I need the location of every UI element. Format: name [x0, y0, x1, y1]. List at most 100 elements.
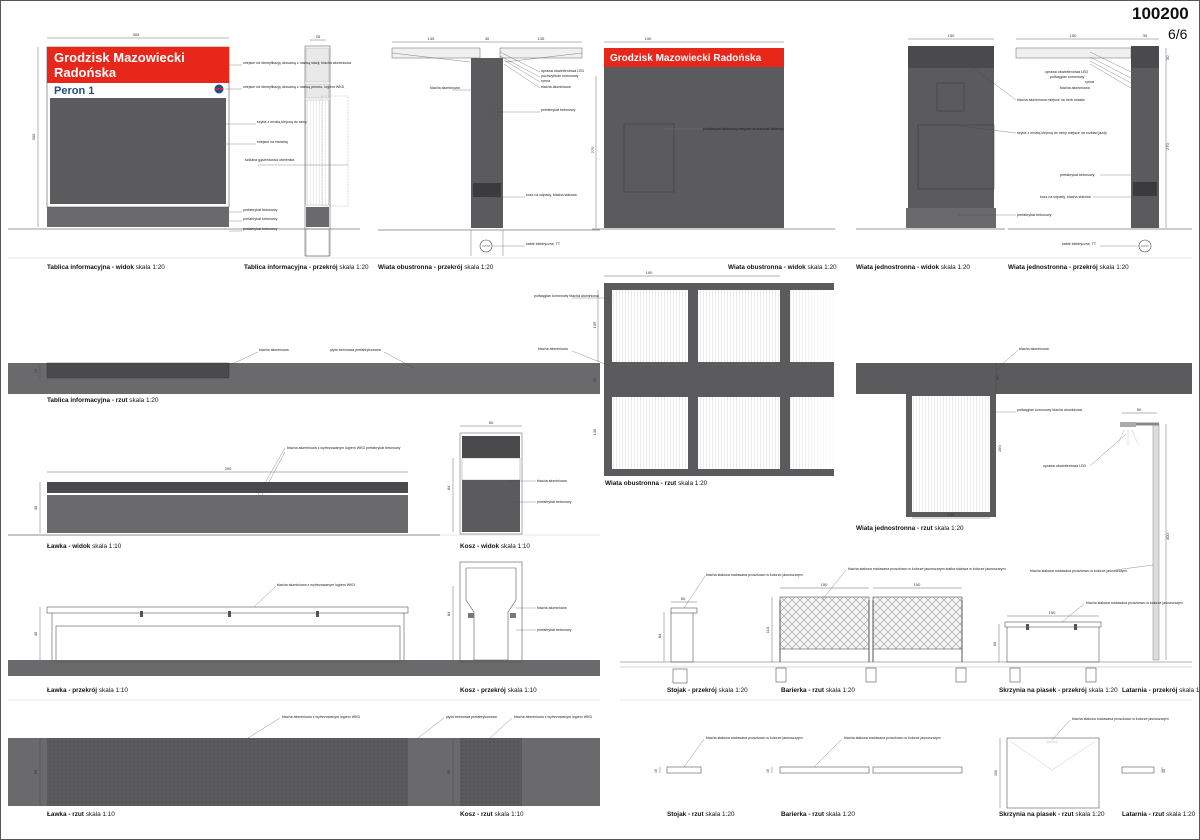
bin-section: 84 blacha aluminiowa prefabrykat betonow… [446, 561, 572, 663]
view-caption-title: Kosz - przekrój [460, 687, 506, 694]
svg-text:45: 45 [33, 505, 38, 510]
view-caption-scale: skala 1:10 [492, 811, 524, 818]
view-caption-scale: skala 1:20 [1086, 687, 1118, 694]
view-caption: Stojak - przekrój skala 1:20 [667, 687, 748, 694]
svg-text:blacha stalowa malowana proszk: blacha stalowa malowana proszkowo w kolo… [706, 736, 803, 740]
view-caption: Wiata jednostronna - widok skala 1:20 [856, 264, 970, 271]
single-shelter-section: 150 30 30 270 [1008, 33, 1192, 253]
view-caption: Kosz - rzut skala 1:10 [460, 811, 524, 818]
double-shelter-view: Grodzisk Mazowiecki Radońska 190 270 pre… [590, 36, 835, 230]
svg-text:prefabrykat betonowy miejsce n: prefabrykat betonowy miejsce na automat … [703, 127, 784, 131]
svg-text:135: 135 [592, 428, 597, 435]
svg-text:15: 15 [1162, 769, 1166, 773]
view-caption: Tablica informacyjna - rzut skala 1:20 [47, 397, 158, 404]
svg-text:150: 150 [914, 582, 921, 587]
view-caption-scale: skala 1:20 [805, 264, 837, 271]
svg-text:50: 50 [33, 769, 38, 774]
svg-text:30: 30 [1165, 55, 1170, 60]
svg-text:poliwęglan komorowy blacha alu: poliwęglan komorowy blacha aluminiowa [534, 294, 599, 298]
svg-text:190: 190 [646, 270, 653, 275]
view-caption: Wiata jednostronna - rzut skala 1:20 [856, 525, 964, 532]
svg-text:prefabrykat betonowy: prefabrykat betonowy [537, 500, 572, 504]
svg-text:30: 30 [995, 375, 1000, 380]
view-caption-title: Kosz - rzut [460, 811, 493, 818]
double-shelter-plan: 190 135 30 135 poliwęglan komorowy blach… [534, 270, 834, 476]
separators [8, 257, 1192, 701]
view-caption-scale: skala 1:20 [1073, 811, 1105, 818]
view-caption-scale: skala 1:20 [127, 397, 159, 404]
svg-text:150: 150 [948, 33, 955, 38]
svg-text:135: 135 [538, 36, 545, 41]
info-board-platform: Peron 1 [54, 85, 94, 97]
bench-seat [47, 482, 408, 493]
svg-text:poliwęglan komorowy: poliwęglan komorowy [1050, 75, 1085, 79]
bottom-right-plans: 15 blacha stalowa malowana proszkowo w k… [654, 717, 1169, 809]
svg-text:150: 150 [1070, 33, 1077, 38]
svg-text:50: 50 [489, 420, 494, 425]
svg-text:miejsce na reklamę: miejsce na reklamę [257, 140, 288, 144]
svg-text:prefabrykat betonowy: prefabrykat betonowy [1060, 173, 1095, 177]
view-caption-scale: skala 1:20 [823, 687, 855, 694]
view-caption: Barierka - rzut skala 1:20 [781, 687, 855, 694]
view-caption-scale: skala 1:20 [337, 264, 369, 271]
info-board-footing [47, 207, 229, 227]
info-board-ad-panel [50, 98, 226, 204]
roof-left [391, 47, 481, 59]
svg-text:blacha stalowa malowana proszk: blacha stalowa malowana proszkowo w kolo… [1030, 569, 1127, 573]
svg-text:rynna: rynna [541, 79, 550, 83]
sheet-page: 6/6 [1168, 26, 1188, 42]
view-caption: Latarnia - rzut skala 1:20 [1122, 811, 1195, 818]
info-board-section: 25 [304, 34, 349, 257]
svg-text:135: 135 [592, 321, 597, 328]
view-caption-scale: skala 1:20 [1097, 264, 1129, 271]
svg-text:30: 30 [592, 377, 597, 382]
svg-text:305: 305 [133, 32, 140, 37]
svg-text:150: 150 [821, 582, 828, 587]
svg-text:300: 300 [31, 133, 36, 140]
svg-text:30: 30 [485, 36, 490, 41]
view-caption-title: Latarnia - przekrój [1122, 687, 1178, 694]
view-caption-title: Stojak - rzut [667, 811, 704, 818]
single-shelter-wall [908, 68, 994, 208]
view-caption-scale: skala 1:20 [716, 687, 748, 694]
svg-text:100: 100 [994, 770, 998, 776]
svg-text:kosz na odpady, blacha stalowa: kosz na odpady, blacha stalowa [526, 193, 577, 197]
view-caption-scale: skala 1:20 [676, 480, 708, 487]
svg-text:blacha stalowa malowana proszk: blacha stalowa malowana proszkowo w kolo… [844, 736, 941, 740]
single-shelter-plan: blacha aluminiowa poliwęglan komorowy bl… [856, 347, 1192, 519]
svg-text:blacha stalowa malowana proszk: blacha stalowa malowana proszkowo w kolo… [1086, 601, 1183, 605]
sheet-number: 100200 [1132, 4, 1189, 23]
svg-text:prefabrykat betonowy: prefabrykat betonowy [243, 217, 278, 221]
view-caption-title: Ławka - przekrój [47, 687, 98, 694]
view-caption-title: Latarnia - rzut [1122, 811, 1165, 818]
info-board-plan: blacha aluminiowa płyta betonowa prefabr… [8, 348, 600, 394]
svg-text:miejsce na identyfikację wizua: miejsce na identyfikację wizualną z nazw… [243, 61, 351, 65]
double-shelter-section: 135 30 135 [378, 36, 600, 256]
svg-text:blacha aluminiowa: blacha aluminiowa [430, 86, 460, 90]
svg-text:blacha aluminiowa: blacha aluminiowa [259, 348, 289, 352]
info-board-view: Grodzisk Mazowiecki Radońska Peron 1 305… [8, 32, 360, 230]
svg-text:płyta betonowa prefabrykowana: płyta betonowa prefabrykowana [446, 715, 497, 719]
single-shelter-annotations: oprawa oświetleniowa LED poliwęglan komo… [958, 51, 1139, 247]
view-caption-title: Skrzynia na piasek - przekrój [999, 687, 1087, 694]
view-caption-title: Skrzynia na piasek - rzut [999, 811, 1074, 818]
svg-text:pochwyt/kan komorowy: pochwyt/kan komorowy [541, 74, 579, 78]
view-caption: Stojak - rzut skala 1:20 [667, 811, 735, 818]
view-caption-scale: skala 1:20 [1164, 811, 1196, 818]
view-caption-title: Barierka - rzut [781, 811, 824, 818]
svg-text:15: 15 [654, 769, 658, 773]
svg-text:oprawa oświetleniowa LED: oprawa oświetleniowa LED [541, 69, 585, 73]
svg-text:blacha aluminiowa: blacha aluminiowa [541, 85, 571, 89]
bin-view: 50 84 blacha aluminiowa prefabrykat beto… [446, 420, 572, 535]
svg-text:150: 150 [948, 512, 955, 517]
svg-text:blacha aluminiowa miejsce na h: blacha aluminiowa miejsce na herb miasta [1017, 98, 1085, 102]
svg-text:270: 270 [590, 146, 595, 153]
svg-text:kable elektryczne, TT: kable elektryczne, TT [526, 242, 561, 246]
svg-text:25: 25 [316, 34, 321, 39]
svg-text:60: 60 [992, 641, 997, 646]
svg-text:25: 25 [33, 368, 38, 373]
view-caption-scale: skala 1:20 [1179, 687, 1200, 694]
svg-text:oprawa oświetleniowa LED: oprawa oświetleniowa LED [1045, 70, 1089, 74]
view-caption-scale: skala 1:20 [932, 525, 964, 532]
svg-text:blacha aluminiowa: blacha aluminiowa [1060, 86, 1090, 90]
